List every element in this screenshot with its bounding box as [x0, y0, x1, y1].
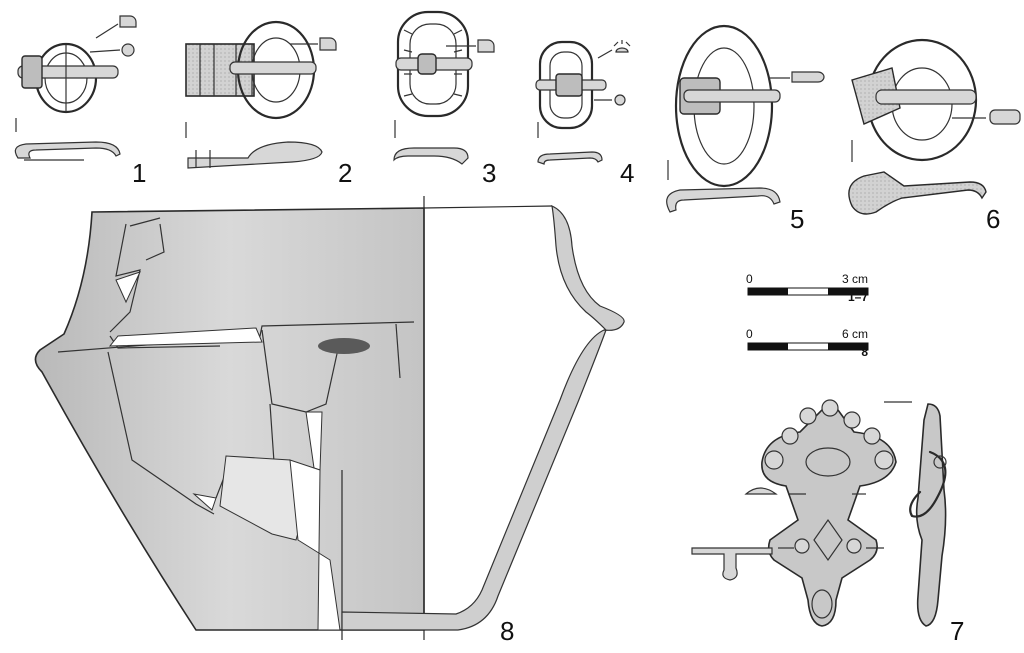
figure-number-5: 5 — [790, 204, 804, 234]
scale-small-label: 1–7 — [848, 290, 868, 304]
scale-small-start: 0 — [746, 272, 753, 286]
buckle-6-drawing — [848, 38, 1021, 215]
buckle-4-drawing — [535, 40, 631, 165]
figure-number-3: 3 — [482, 158, 496, 188]
figure-number-1: 1 — [132, 158, 146, 188]
scale-bar-small: 0 3 cm 1–7 — [746, 272, 869, 304]
fibula-7-drawing — [691, 399, 947, 627]
figure-number-6: 6 — [986, 204, 1000, 234]
figure-number-7: 7 — [950, 616, 964, 646]
buckle-5-drawing — [666, 24, 825, 213]
buckle-1-drawing — [14, 15, 137, 161]
buckle-3-drawing — [393, 10, 495, 165]
scale-large-label: 8 — [861, 345, 868, 359]
scale-small-end: 3 cm — [842, 272, 868, 286]
figure-number-8: 8 — [500, 616, 514, 646]
figure-number-2: 2 — [338, 158, 352, 188]
figure-number-4: 4 — [620, 158, 634, 188]
buckle-2-drawing — [185, 20, 337, 169]
scale-large-end: 6 cm — [842, 327, 868, 341]
scale-bar-large: 0 6 cm 8 — [746, 327, 869, 359]
pot-8-drawing — [34, 196, 625, 640]
scale-large-start: 0 — [746, 327, 753, 341]
